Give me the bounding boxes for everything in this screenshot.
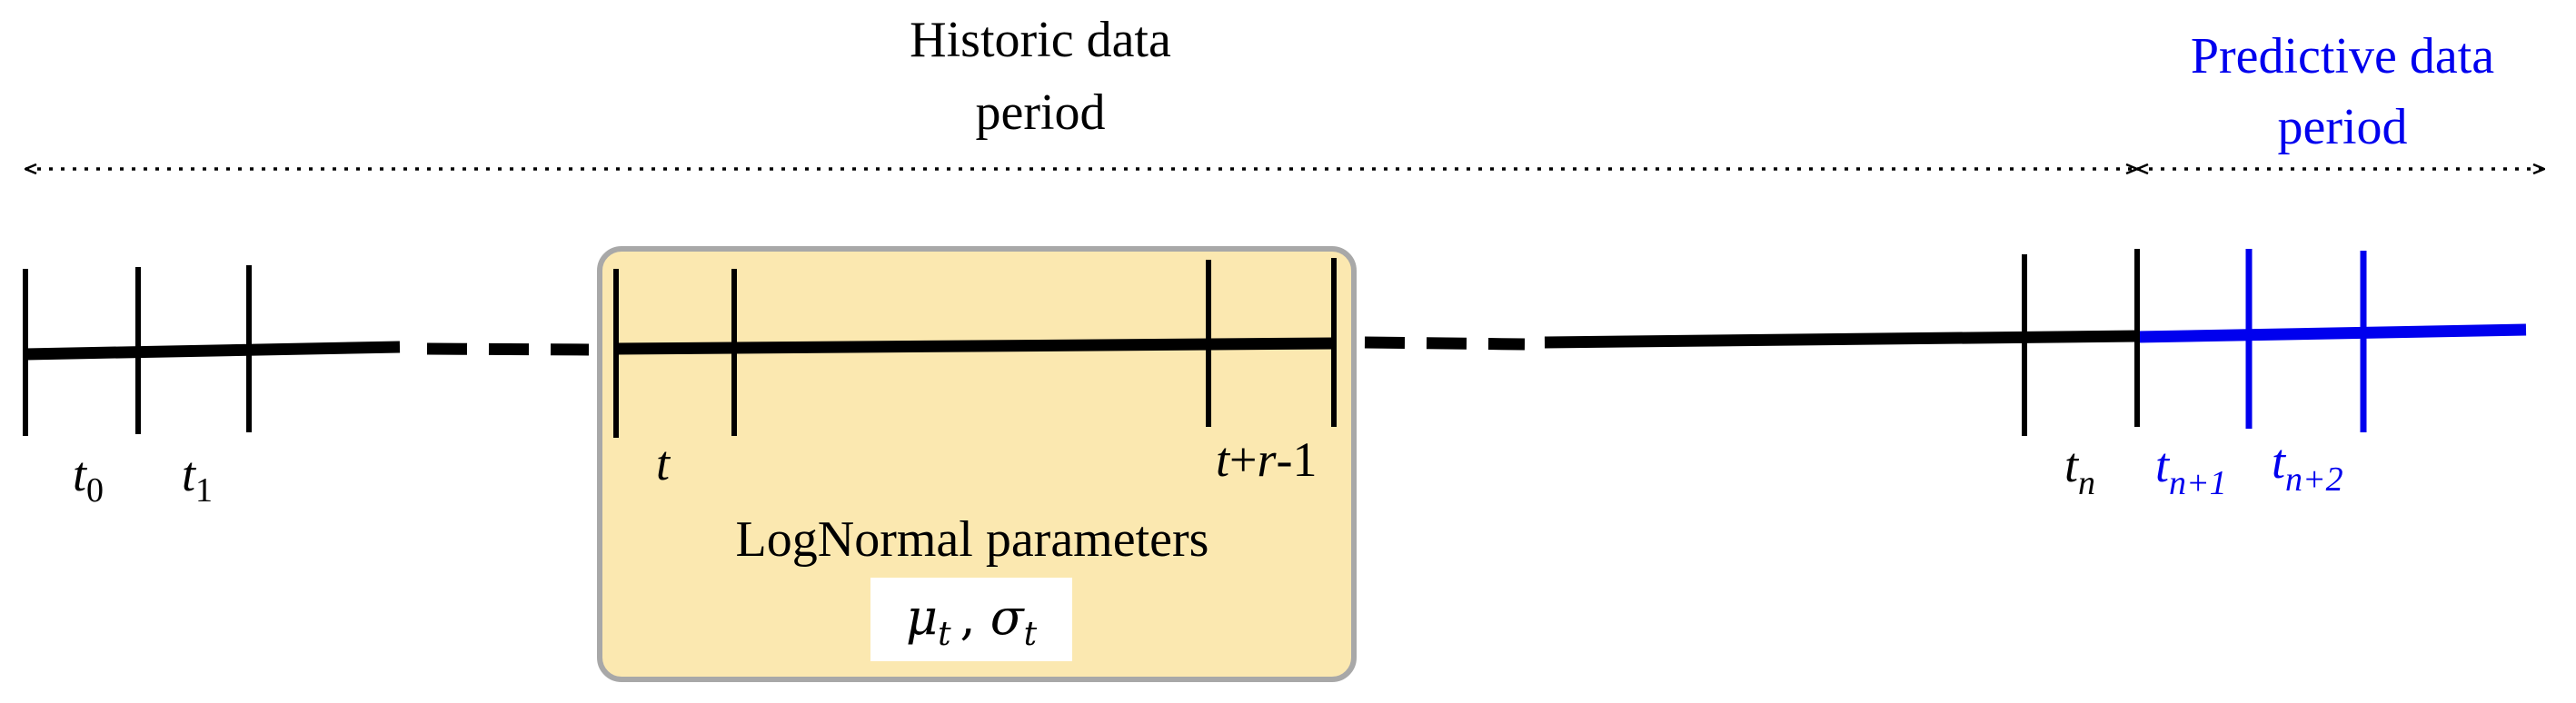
- timeline-gap-dashes-right: [1364, 336, 1526, 351]
- historic-period-label-line2: period: [975, 84, 1105, 141]
- predictive-period-label-line2: period: [2277, 99, 2407, 155]
- parameters-mu-sigma: μt,σt: [906, 589, 1038, 653]
- parameters-label-background: [870, 578, 1072, 661]
- lognormal-parameters-title: LogNormal parameters: [736, 511, 1209, 568]
- timeline-segment-window: [615, 337, 1335, 355]
- tick-label-t0: t0: [73, 447, 104, 510]
- tick-label-t1: t1: [182, 447, 213, 510]
- tick-label-tn2: tn+2: [2272, 434, 2343, 499]
- tick-label-t: t: [656, 436, 671, 490]
- timeline-segment-end: [1544, 330, 2138, 349]
- historic-period-label-line1: Historic data: [910, 12, 1171, 68]
- tick-label-t-plus-r-1: t+r-1: [1216, 432, 1317, 487]
- timeline-segment-predictive: [2136, 323, 2527, 343]
- tick-label-tn1: tn+1: [2155, 438, 2227, 502]
- timeline-gap-dashes-left: [426, 342, 590, 356]
- predictive-period-label-line1: Predictive data: [2191, 28, 2494, 84]
- tick-label-tn: tn: [2064, 438, 2095, 502]
- rolling-window-box: [597, 246, 1357, 682]
- timeline-segment-start: [25, 341, 401, 361]
